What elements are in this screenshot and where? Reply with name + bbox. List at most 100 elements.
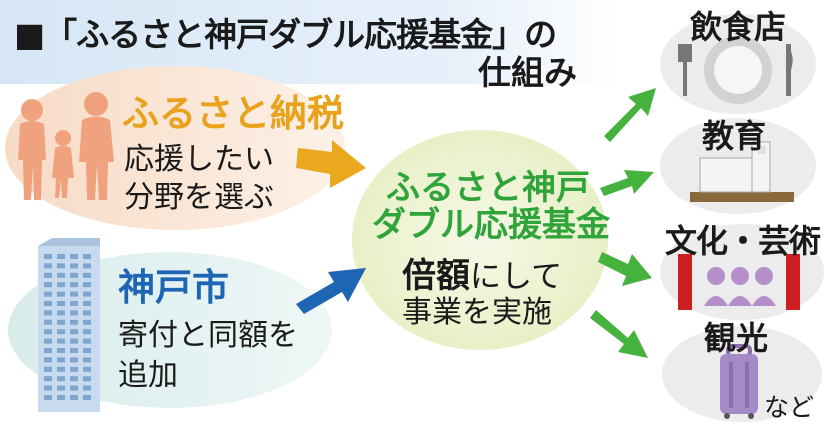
- arrow-to-culture: [598, 252, 652, 286]
- fund-desc-emphasis: 倍額: [402, 256, 470, 296]
- building-window: [70, 263, 78, 269]
- furusato-tax-desc-line2: 分野を選ぶ: [124, 180, 274, 215]
- header-band: [0, 0, 620, 84]
- building-window: [44, 338, 52, 344]
- use-label-culture: 文化・芸術: [665, 222, 821, 260]
- school-building-icon: [690, 141, 794, 202]
- building-window: [57, 310, 65, 316]
- building-window: [57, 357, 65, 363]
- building-window: [57, 338, 65, 344]
- family-silhouette-icon: [18, 92, 114, 200]
- use-label-tourism: 観光: [704, 319, 769, 357]
- building-window: [57, 263, 65, 269]
- building-window: [44, 310, 52, 316]
- kobe-city-desc-line1: 寄付と同額を: [118, 318, 298, 353]
- building-window: [70, 348, 78, 353]
- building-window: [83, 385, 91, 391]
- building-window: [44, 357, 52, 363]
- building-window: [57, 366, 65, 372]
- building-window: [57, 348, 65, 353]
- building-window: [57, 272, 65, 278]
- arrow-a-to-fund: [296, 140, 366, 188]
- furusato-tax-label: ふるさと納税: [122, 92, 344, 135]
- city-building-icon: [38, 238, 100, 412]
- building-window: [70, 366, 78, 372]
- building-window: [83, 366, 91, 372]
- building-window: [70, 329, 78, 335]
- building-window: [57, 395, 65, 400]
- building-window: [57, 376, 65, 382]
- building-window: [57, 254, 65, 259]
- building-window: [83, 310, 91, 316]
- fund-name-line1: ふるさと神戸: [386, 168, 590, 208]
- building-window: [44, 348, 52, 353]
- building-window: [44, 254, 52, 259]
- building-window: [83, 319, 91, 325]
- building-window: [83, 301, 91, 306]
- diagram-title-line1: ■「ふるさと神戸ダブル応援基金」の: [14, 15, 557, 54]
- kobe-city-label: 神戸市: [118, 266, 229, 309]
- building-window: [57, 329, 65, 335]
- building-window: [57, 385, 65, 391]
- etc-label: など: [764, 393, 815, 422]
- building-window: [70, 357, 78, 363]
- building-window: [57, 282, 65, 288]
- building-window: [70, 395, 78, 400]
- building-window: [44, 291, 52, 297]
- building-window: [44, 376, 52, 382]
- building-window: [57, 319, 65, 325]
- fund-desc-line2: 事業を実施: [402, 295, 552, 330]
- fund-name-line2: ダブル応援基金: [372, 205, 610, 245]
- building-window: [70, 272, 78, 278]
- arrow-to-tourism: [590, 310, 648, 358]
- building-window: [83, 329, 91, 335]
- building-window: [83, 395, 91, 400]
- building-window: [70, 338, 78, 344]
- building-window: [44, 329, 52, 335]
- building-window: [44, 395, 52, 400]
- building-window: [44, 272, 52, 278]
- fund-bubble: [352, 130, 608, 350]
- building-window: [44, 366, 52, 372]
- building-window: [44, 263, 52, 269]
- fund-desc-line1: 倍額にして: [402, 248, 562, 297]
- plate-fork-knife-icon: [678, 36, 793, 104]
- building-window: [83, 376, 91, 382]
- building-window: [44, 301, 52, 306]
- building-window: [70, 291, 78, 297]
- building-window: [70, 319, 78, 325]
- building-window: [83, 272, 91, 278]
- fund-desc-rest: にして: [470, 259, 563, 295]
- suitcase-icon: [720, 344, 758, 419]
- building-window: [83, 338, 91, 344]
- building-window: [70, 310, 78, 316]
- diagram-title-line2: 仕組み: [478, 53, 577, 92]
- building-window: [70, 282, 78, 288]
- arrow-to-education: [600, 170, 654, 196]
- building-window: [44, 319, 52, 325]
- building-window: [44, 282, 52, 288]
- furusato-tax-desc-line1: 応援したい: [124, 142, 274, 177]
- building-window: [70, 376, 78, 382]
- building-window: [83, 348, 91, 353]
- building-window: [83, 263, 91, 269]
- building-window: [83, 254, 91, 259]
- green-arrows: [590, 88, 656, 358]
- building-window: [44, 385, 52, 391]
- building-window: [83, 291, 91, 297]
- building-window: [57, 291, 65, 297]
- building-window: [70, 254, 78, 259]
- theater-stage-icon: [678, 254, 800, 310]
- arrow-b-to-fund: [296, 268, 366, 314]
- kobe-city-desc-line2: 追加: [118, 358, 178, 393]
- building-window: [70, 301, 78, 306]
- use-label-education: 教育: [702, 117, 767, 155]
- building-window: [83, 282, 91, 288]
- building-window: [83, 357, 91, 363]
- building-window: [70, 385, 78, 391]
- use-label-restaurant: 飲食店: [690, 8, 787, 46]
- building-window: [57, 301, 65, 306]
- arrow-to-restaurant: [604, 88, 656, 142]
